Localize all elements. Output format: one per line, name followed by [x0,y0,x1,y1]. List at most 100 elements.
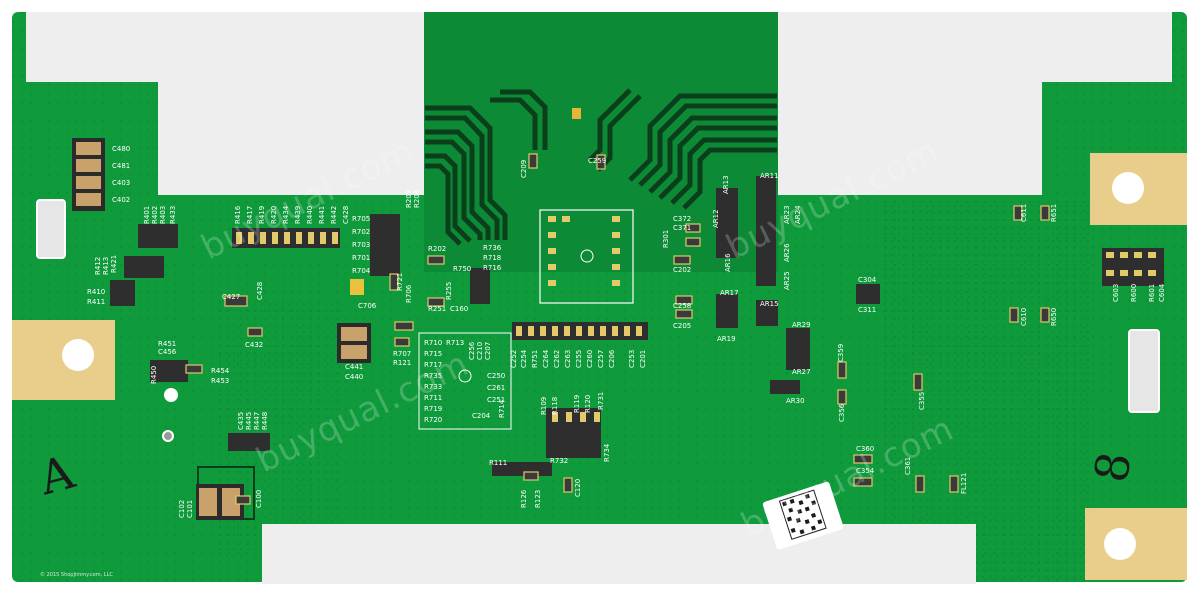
silk-r714: R714 [498,399,506,418]
silk-ar27: AR27 [792,368,811,376]
silk-ar23: AR23 [783,205,791,224]
silk-c264: C264 [542,349,550,368]
datamatrix-label [762,481,844,550]
connector-area-bottom [262,524,976,584]
silk-c251: C251 [487,396,506,404]
silk-r440: R440 [306,205,314,224]
silk-r731: R731 [597,391,605,410]
ic-outline-lower [418,332,512,430]
silk-c402: C402 [112,196,131,204]
silk-r454: R454 [211,367,230,375]
silk-r439: R439 [294,205,302,224]
silk-r713: R713 [446,339,465,347]
silk-r750: R750 [453,265,472,273]
silk-r416: R416 [234,205,242,224]
silk-c610: C610 [1020,307,1028,326]
silk-ar29: AR29 [792,321,811,329]
silk-r401: R401 [143,205,151,224]
silk-r120: R120 [584,394,592,413]
silk-r118: R118 [551,396,559,415]
mount-pad-bottom-right [1085,508,1187,580]
trace-bundle-left [425,89,548,246]
silk-r121: R121 [393,359,412,367]
silk-r710: R710 [424,339,443,347]
trace-bundle-right [588,88,777,210]
silk-c255: C255 [575,349,583,368]
silk-c120: C120 [574,478,582,497]
silk-r733: R733 [424,383,443,391]
slot-left [36,199,66,259]
silk-c201: C201 [639,349,647,368]
silk-ar30: AR30 [786,397,805,405]
silk-r706: R706 [405,284,413,303]
silk-r251: R251 [428,305,447,313]
silk-r751: R751 [531,349,539,368]
silk-r433: R433 [169,205,177,224]
mount-pad-left [12,320,115,400]
silk-c360: C360 [856,445,875,453]
mount-pad-top-right [1090,153,1187,225]
capacitor-c441 [337,323,371,363]
silk-r403: R403 [159,205,167,224]
silk-r718: R718 [483,254,502,262]
silk-r402: R402 [151,205,159,224]
silk-c456: C456 [158,348,177,356]
smd-pads [236,216,1156,422]
silk-r442: R442 [330,205,338,224]
silk-ar17: AR17 [720,289,739,297]
silk-r704: R704 [352,267,371,275]
silk-r434: R434 [282,205,290,224]
ic-outline-center [539,209,634,304]
silk-r732: R732 [550,457,569,465]
silk-r451: R451 [158,340,177,348]
silk-c359: C359 [837,343,845,362]
silk-r734: R734 [603,443,611,462]
silk-r651: R651 [1050,203,1058,222]
silk-r701: R701 [352,254,371,262]
silk-c480: C480 [112,145,131,153]
silk-ar16: AR16 [724,253,732,272]
silk-r123: R123 [534,489,542,508]
silk-r410: R410 [87,288,106,296]
silk-c371: C371 [673,224,692,232]
silk-ar12: AR12 [712,209,720,228]
silk-c257: C257 [597,349,605,368]
silk-c361: C361 [904,456,912,475]
silk-c262: C262 [553,349,561,368]
silk-c355: C355 [918,391,926,410]
silk-c259: C259 [588,157,607,165]
silk-c356: C356 [838,403,846,422]
silk-r721: R721 [396,272,404,291]
silk-r417: R417 [246,205,254,224]
silk-c428: C428 [256,281,264,300]
silk-c260: C260 [586,349,594,368]
silk-c403: C403 [112,179,131,187]
silk-r702: R702 [352,228,371,236]
silk-r735: R735 [424,372,443,380]
silk-r703: R703 [352,241,371,249]
silk-c354: C354 [856,467,875,475]
silk-ar26: AR26 [783,243,791,262]
silk-c100: C100 [255,489,263,508]
silk-c206: C206 [608,349,616,368]
silk-c210: C210 [476,341,484,360]
silk-c441: C441 [345,363,364,371]
silk-c432: C432 [245,341,264,349]
silk-r600: R600 [1130,283,1138,302]
silk-r720: R720 [424,416,443,424]
silk-ar25: AR25 [783,271,791,290]
copyright-notice: © 2015 ShopJimmy.com, LLC [40,572,113,578]
silk-c205: C205 [673,322,692,330]
silk-c604: C604 [1158,283,1166,302]
silk-r441: R441 [318,205,326,224]
silk-c209: C209 [520,159,528,178]
silk-c427: C427 [222,293,241,301]
silk-ar19: AR19 [717,335,736,343]
silk-ar13: AR13 [722,175,730,194]
silk-c311: C311 [858,306,877,314]
silk-c481: C481 [112,162,131,170]
silk-r450: R450 [150,365,158,384]
silk-c207: C207 [484,341,492,360]
silk-r717: R717 [424,361,443,369]
